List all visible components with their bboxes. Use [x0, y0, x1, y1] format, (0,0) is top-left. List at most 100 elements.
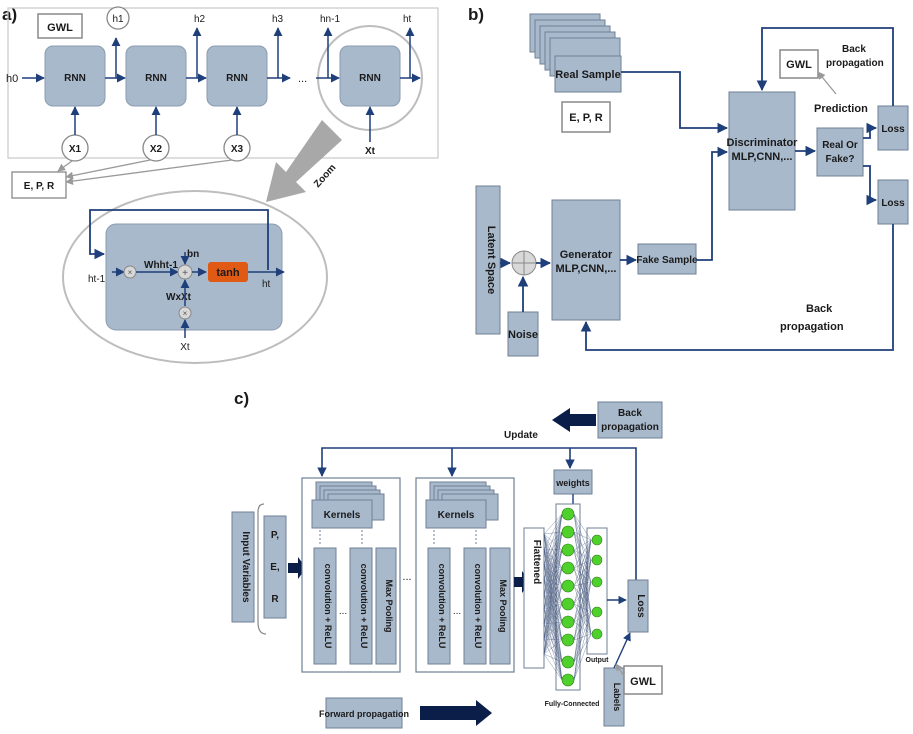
svg-text:tanh: tanh — [216, 267, 240, 279]
svg-text:Kernels: Kernels — [438, 510, 475, 521]
svg-text:RNN: RNN — [64, 73, 86, 84]
rnn-cell-t: RNN — [339, 45, 401, 107]
hidden-node — [561, 673, 575, 687]
gwl-label-a: GWL — [47, 22, 73, 34]
svg-text:Max Pooling: Max Pooling — [384, 579, 394, 632]
svg-text:RNN: RNN — [359, 73, 381, 84]
svg-text:Discriminator: Discriminator — [727, 137, 799, 149]
whht-label: Whht-1 — [144, 260, 178, 271]
svg-text:GWL: GWL — [786, 59, 812, 71]
panel-b: b) Real Sample E, P, R Discriminator MLP… — [468, 5, 909, 357]
svg-text:Loss: Loss — [881, 124, 905, 135]
svg-text:E,: E, — [270, 562, 280, 573]
svg-text:convolution + ReLU: convolution + ReLU — [437, 564, 447, 649]
fake-sample-box — [637, 243, 697, 275]
svg-text:Kernels: Kernels — [324, 510, 361, 521]
cell-xt-label: Xt — [180, 342, 190, 353]
inputs-box — [263, 515, 287, 619]
fc-connections — [543, 513, 592, 681]
svg-text:Generator: Generator — [560, 249, 613, 261]
forward-prop-arrow — [420, 700, 492, 726]
h1-circle — [106, 6, 130, 30]
panel-b-label: b) — [468, 5, 484, 24]
kernels-stack-1 — [311, 481, 385, 529]
rnn-frame — [7, 7, 439, 159]
hidden-node — [561, 597, 575, 611]
rnn-cell-1: RNN — [44, 45, 106, 107]
output-node — [591, 576, 603, 588]
weights-box — [553, 469, 593, 495]
panel-c: c) Back propagation Update weights Input… — [231, 389, 663, 729]
back-prop-top-label-2: propagation — [826, 58, 884, 69]
svg-text:Noise: Noise — [508, 329, 538, 341]
svg-text:×: × — [183, 309, 188, 318]
conv-relu-1a — [313, 547, 337, 665]
svg-text:Labels: Labels — [612, 683, 622, 712]
svg-text:convolution + ReLU: convolution + ReLU — [323, 564, 333, 649]
block-ellipsis: ... — [402, 571, 411, 583]
conv-relu-2a — [427, 547, 451, 665]
svg-text:propagation: propagation — [601, 422, 659, 433]
hidden-node — [561, 615, 575, 629]
panel-a-label: a) — [2, 5, 17, 24]
output-node — [591, 606, 603, 618]
epr-box-b — [561, 101, 611, 133]
gwl-box-a — [37, 13, 83, 39]
zoom-arrow — [266, 120, 342, 202]
svg-text:weights: weights — [555, 478, 590, 488]
max-pooling-2 — [489, 547, 511, 665]
update-label: Update — [504, 430, 538, 441]
svg-text:...: ... — [453, 606, 461, 617]
hidden-node — [561, 543, 575, 557]
cell-detail-box — [105, 223, 283, 331]
svg-text:Real Or: Real Or — [822, 140, 858, 151]
h1-label: h1 — [112, 14, 124, 25]
epr-box-a — [11, 171, 67, 199]
svg-text:X2: X2 — [150, 144, 163, 155]
gwl-box-c — [623, 665, 663, 695]
output-label: Output — [586, 657, 610, 664]
kernels-stack-2 — [425, 481, 499, 529]
hidden-node — [561, 525, 575, 539]
back-prop-bottom-label-1: Back — [806, 303, 833, 315]
flattened-box — [523, 527, 545, 669]
svg-text:Latent Space: Latent Space — [485, 226, 497, 294]
hidden-node — [561, 507, 575, 521]
svg-text:Forward propagation: Forward propagation — [319, 709, 409, 719]
svg-text:convolution + ReLU: convolution + ReLU — [473, 564, 483, 649]
svg-text:X3: X3 — [231, 144, 244, 155]
svg-text:MLP,CNN,...: MLP,CNN,... — [556, 263, 617, 275]
back-prop-bottom-label-2: propagation — [780, 321, 844, 333]
gwl-box-b — [779, 49, 819, 79]
real-sample-stack — [529, 13, 622, 93]
svg-text:Back: Back — [618, 408, 642, 419]
rnn-ellipsis: ... — [298, 73, 307, 85]
svg-text:Loss: Loss — [881, 198, 905, 209]
svg-text:X1: X1 — [69, 144, 82, 155]
back-prop-box-c — [597, 401, 663, 439]
svg-text:R: R — [271, 594, 279, 605]
ht-label: ht — [403, 14, 412, 25]
fc-nodes — [561, 507, 603, 687]
real-sample-label: Real Sample — [555, 69, 620, 81]
cell-ht-label: ht — [262, 279, 271, 290]
wxxt-label: WxXt — [166, 292, 192, 303]
tanh-block — [208, 262, 248, 282]
svg-text:Input Variables: Input Variables — [240, 531, 251, 603]
max-pooling-1 — [375, 547, 397, 665]
fully-connected-label: Fully-Connected — [545, 701, 600, 708]
generator-box — [551, 199, 621, 321]
hidden-node — [561, 633, 575, 647]
h3-label: h3 — [272, 14, 284, 25]
svg-text:GWL: GWL — [630, 676, 656, 688]
hidden-node — [561, 579, 575, 593]
cell-ht-1-label: ht-1 — [88, 274, 106, 285]
conv-relu-1b — [349, 547, 373, 665]
svg-text:MLP,CNN,...: MLP,CNN,... — [732, 151, 793, 163]
back-prop-arrow — [552, 408, 596, 432]
panel-a: a) GWL h0 RNN RNN RNN RNN ... — [2, 5, 439, 364]
svg-text:Max Pooling: Max Pooling — [498, 579, 508, 632]
loss-box-c — [627, 579, 649, 633]
svg-text:P,: P, — [271, 530, 279, 541]
